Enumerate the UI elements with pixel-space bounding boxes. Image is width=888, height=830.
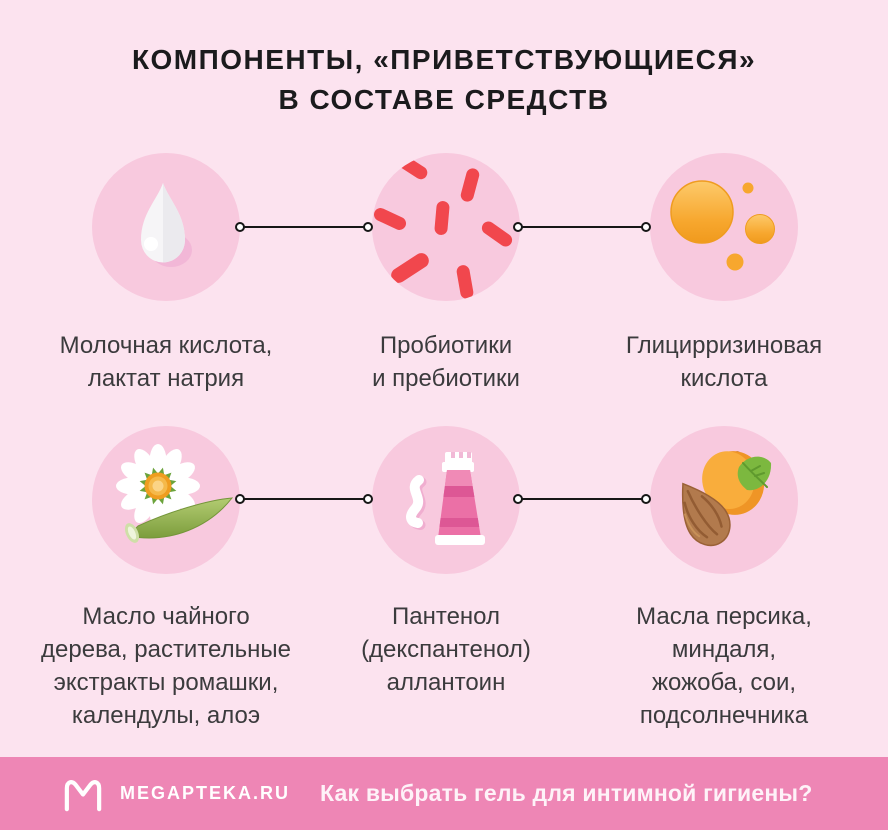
footer-bar: MEGAPTEKA.RU Как выбрать гель для интимн…	[0, 757, 888, 830]
megapteka-logo-icon	[64, 779, 102, 811]
connector-dot	[363, 222, 373, 232]
connector-dot	[641, 222, 651, 232]
cream-tube-icon	[406, 452, 485, 545]
connector-line	[235, 222, 373, 232]
icon-circle-lactic-acid	[92, 153, 240, 301]
connector-line	[235, 494, 373, 504]
title-line-1: КОМПОНЕНТЫ, «ПРИВЕТСТВУЮЩИЕСЯ»	[131, 44, 757, 75]
footer-question: Как выбрать гель для интимной гигиены?	[320, 780, 813, 806]
item-label-probiotics: Пробиотики и пребиотики	[372, 332, 520, 392]
icon-circle-natural-oils	[650, 426, 798, 574]
almond-peach-icon	[681, 451, 772, 547]
oil-bubbles-icon	[670, 180, 775, 271]
connector-dot	[641, 494, 651, 504]
brand-name: MEGAPTEKA.RU	[120, 783, 291, 803]
title-line-2: В СОСТАВЕ СРЕДСТВ	[278, 84, 610, 115]
item-label-panthenol: Пантенол (декспантенол) аллантоин	[361, 603, 531, 696]
icon-circle-plant-extracts	[92, 426, 240, 574]
item-label-natural-oils: Масла персика, миндаля, жожоба, сои, под…	[636, 603, 812, 729]
connector-dot	[363, 494, 373, 504]
connector-line	[513, 494, 651, 504]
icon-circle-glycyrrhizic-acid	[650, 153, 798, 301]
icon-circle-panthenol	[372, 426, 520, 574]
milk-drop-icon	[141, 183, 192, 267]
probiotic-bacteria-icon	[373, 154, 513, 299]
page-title: КОМПОНЕНТЫ, «ПРИВЕТСТВУЮЩИЕСЯ» В СОСТАВЕ…	[0, 40, 888, 120]
connector-line	[513, 222, 651, 232]
item-label-glycyrrhizic-acid: Глицирризиновая кислота	[625, 332, 823, 392]
chamomile-aloe-icon	[116, 444, 234, 543]
item-label-plant-extracts: Масло чайного дерева, растительные экстр…	[41, 603, 291, 729]
item-label-lactic-acid: Молочная кислота, лактат натрия	[59, 332, 273, 392]
icon-circle-probiotics	[372, 153, 520, 301]
